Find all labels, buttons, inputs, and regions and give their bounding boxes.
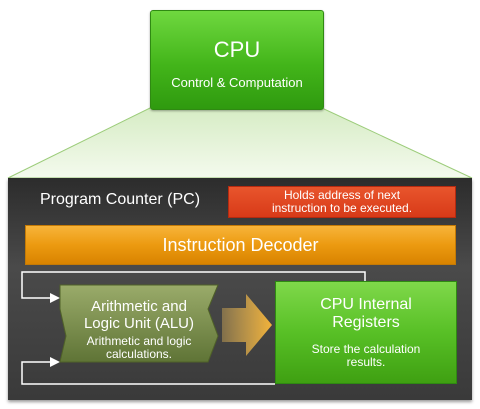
program-counter-note-line2: instruction to be executed. (271, 201, 413, 215)
registers-desc-line2: results. (346, 355, 386, 369)
registers-title-line2: Registers (332, 314, 400, 331)
loop-line-bottom (21, 361, 275, 385)
cpu-box: CPU Control & Computation (150, 10, 324, 110)
program-counter-note: Holds address of next instruction to be … (228, 186, 456, 218)
alu-title-line1: Arithmetic and (91, 298, 187, 315)
registers-box: CPU Internal Registers Store the calcula… (275, 281, 457, 384)
registers-desc-line1: Store the calculation (311, 342, 421, 356)
alu-block: Arithmetic and Logic Unit (ALU) Arithmet… (64, 298, 214, 361)
alu-desc-line2: calculations. (105, 347, 173, 361)
program-counter-note-line1: Holds address of next (283, 188, 401, 202)
loop-line-top (21, 271, 366, 299)
alu-desc-line1: Arithmetic and logic (86, 334, 192, 348)
loop-arrowhead-top (50, 293, 60, 303)
loop-arrowhead-bottom (50, 357, 60, 367)
alu-to-registers-arrow (222, 294, 272, 356)
registers-title-line1: CPU Internal (320, 296, 412, 313)
cpu-subtitle: Control & Computation (171, 75, 303, 90)
alu-shape (59, 284, 219, 363)
instruction-decoder: Instruction Decoder (25, 225, 456, 265)
cpu-title: CPU (213, 37, 261, 62)
alu-title-line2: Logic Unit (ALU) (83, 315, 195, 332)
program-counter-label: Program Counter (PC) (40, 191, 201, 208)
